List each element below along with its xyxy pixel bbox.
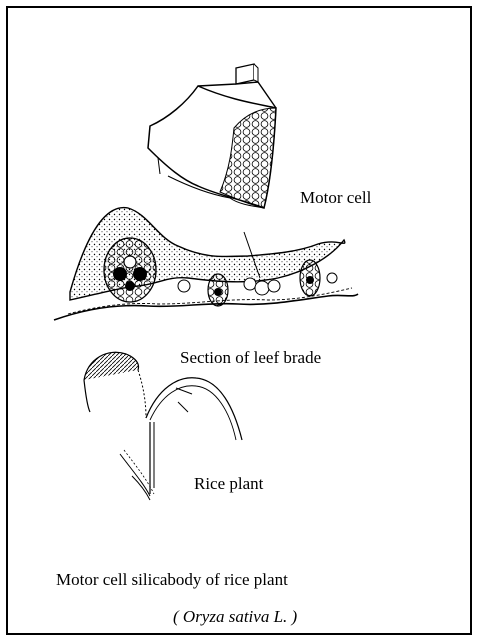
figure-caption: Motor cell silicabody of rice plant (56, 570, 288, 590)
silica-body-block (148, 64, 276, 208)
rice-plant-label: Rice plant (194, 474, 263, 494)
motor-cell-label: Motor cell (300, 188, 371, 208)
figure-frame: Motor cell Section of leef brade Rice pl… (6, 6, 472, 635)
illustration (8, 8, 474, 637)
leaf-cross-section (54, 208, 358, 320)
rice-plant-sketch (120, 422, 154, 500)
species-name: ( Oryza sativa L. ) (173, 607, 297, 627)
section-label: Section of leef brade (180, 348, 321, 368)
